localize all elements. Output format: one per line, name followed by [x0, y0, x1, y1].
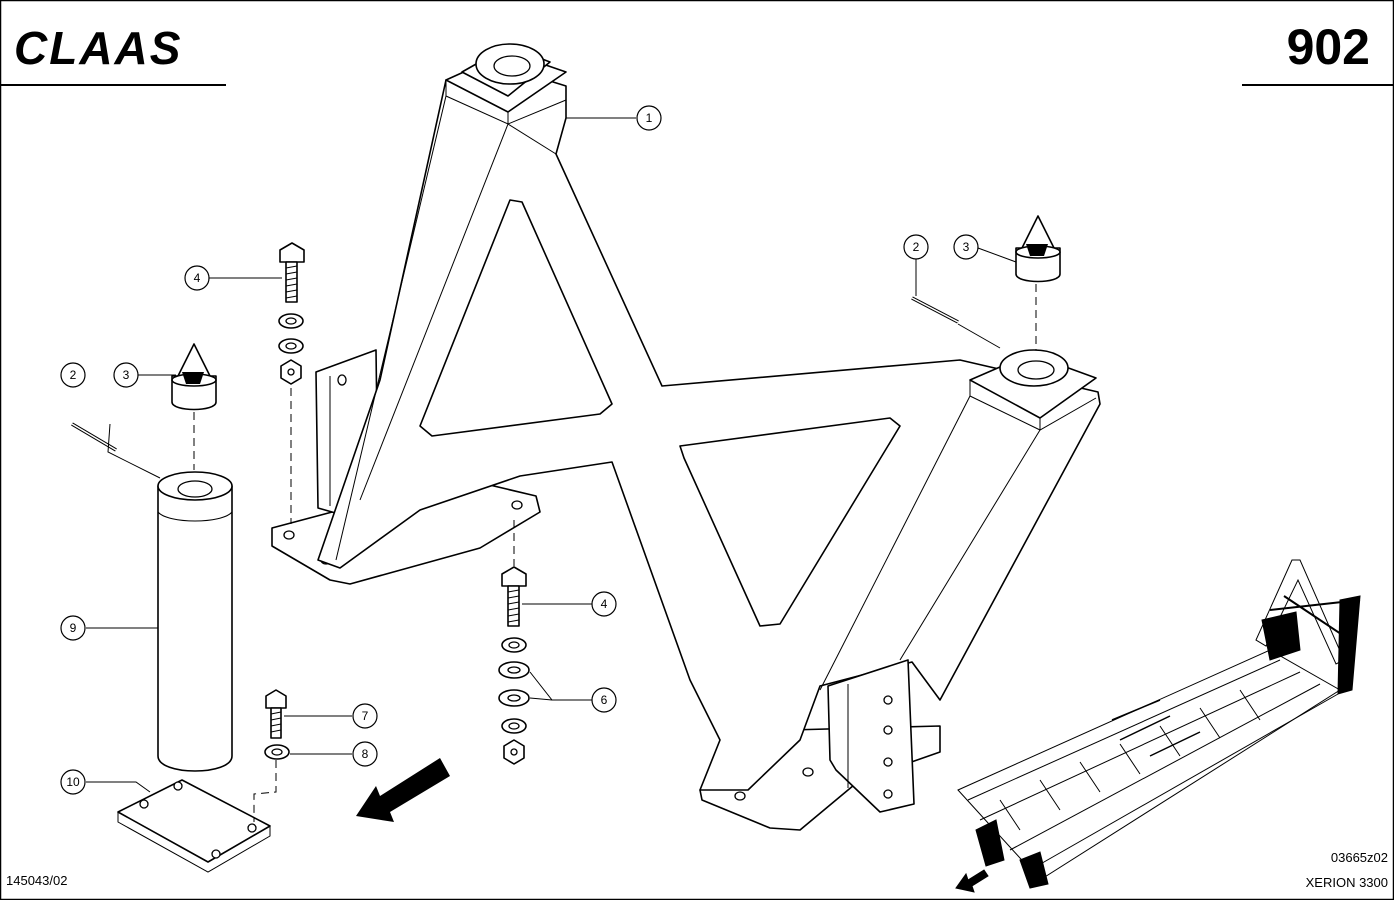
callout-3-right: 3 [953, 234, 979, 260]
upper-bolt-set [278, 242, 305, 524]
document-code: 145043/02 [6, 873, 67, 888]
page-number-block: 902 [1242, 19, 1394, 86]
svg-text:3: 3 [963, 240, 970, 254]
callout-2-right: 2 [903, 234, 929, 260]
left-pin-parts [71, 343, 290, 873]
svg-text:4: 4 [601, 597, 608, 611]
svg-text:8: 8 [362, 747, 369, 761]
svg-text:1: 1 [646, 111, 653, 125]
callout-10: 10 [60, 769, 86, 795]
model-name: XERION 3300 [1306, 875, 1388, 890]
callout-4-lower: 4 [591, 591, 617, 617]
page-number: 902 [1287, 19, 1370, 75]
callout-8: 8 [352, 741, 378, 767]
svg-text:6: 6 [601, 693, 608, 707]
brand-logo: CLAAS [0, 22, 226, 86]
svg-text:4: 4 [194, 271, 201, 285]
lower-bolt-set [498, 520, 530, 765]
svg-text:2: 2 [913, 240, 920, 254]
callout-9: 9 [60, 615, 86, 641]
main-frame-part [271, 43, 1101, 831]
drawing-code: 03665z02 [1331, 850, 1388, 865]
svg-text:9: 9 [70, 621, 77, 635]
brand-logo-text: CLAAS [14, 22, 182, 74]
svg-text:10: 10 [66, 775, 80, 789]
direction-arrow-icon [356, 758, 450, 822]
svg-text:3: 3 [123, 368, 130, 382]
callout-6: 6 [591, 687, 617, 713]
callout-3-left: 3 [113, 362, 139, 388]
leader-lines [86, 117, 1017, 793]
right-pin-parts [911, 215, 1061, 350]
svg-text:7: 7 [362, 709, 369, 723]
callout-4-upper: 4 [184, 265, 210, 291]
svg-text:2: 2 [70, 368, 77, 382]
callout-7: 7 [352, 703, 378, 729]
tractor-frame-locator-icon [955, 559, 1361, 893]
callout-2-left: 2 [60, 362, 86, 388]
callout-1: 1 [636, 105, 662, 131]
